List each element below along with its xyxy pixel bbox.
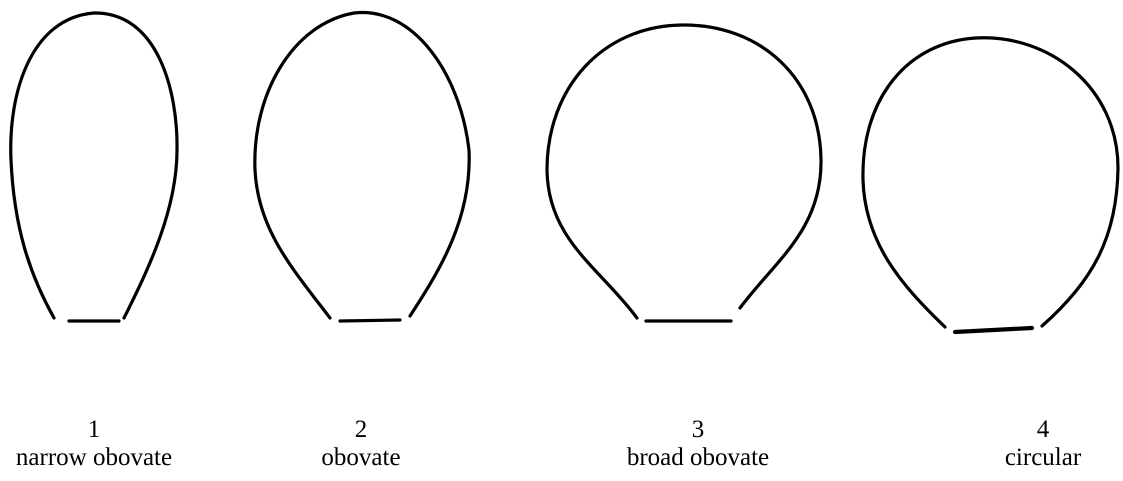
shape-2-name: obovate xyxy=(321,444,401,471)
shape-2-base-line xyxy=(338,318,402,323)
shape-4-number: 4 xyxy=(1036,416,1050,443)
shape-1-name: narrow obovate xyxy=(15,444,173,471)
shape-1-outline xyxy=(9,11,179,320)
shape-4-outline xyxy=(861,36,1120,329)
shape-3-broad-obovate xyxy=(545,23,823,323)
shape-4-name: circular xyxy=(1004,444,1082,471)
shape-1-label: 1 narrow obovate xyxy=(16,416,172,472)
shape-2-obovate xyxy=(253,10,471,323)
shape-4-base-line xyxy=(952,325,1035,335)
shape-4-label: 4 circular xyxy=(1005,416,1081,472)
shape-4-circular xyxy=(861,36,1120,335)
shape-3-number: 3 xyxy=(691,416,705,443)
shape-1-narrow-obovate xyxy=(9,11,179,323)
shape-3-name: broad obovate xyxy=(626,444,770,471)
shape-2-label: 2 obovate xyxy=(321,416,400,472)
shape-3-outline xyxy=(545,23,823,320)
shape-1-number: 1 xyxy=(87,416,101,443)
shape-2-number: 2 xyxy=(354,416,368,443)
shape-2-outline xyxy=(253,10,471,320)
shape-3-label: 3 broad obovate xyxy=(627,416,769,472)
